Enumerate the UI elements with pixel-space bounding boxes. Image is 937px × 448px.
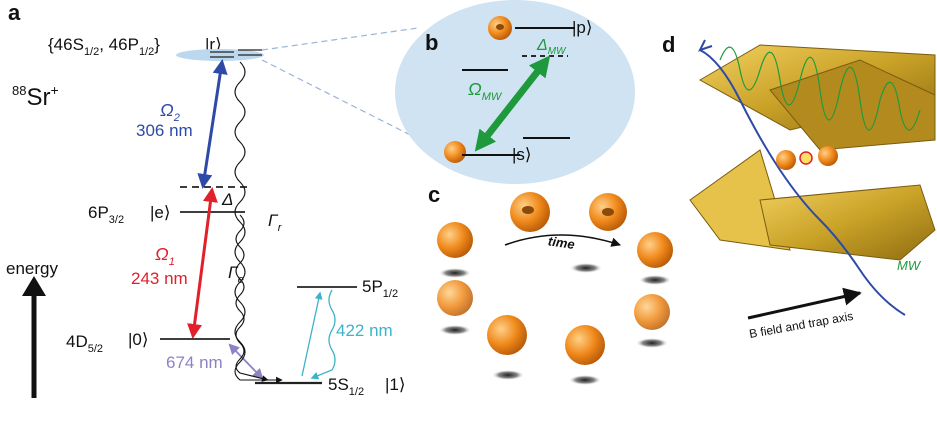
orbital-snapshot xyxy=(637,232,673,285)
gamma-r-label: Γr xyxy=(268,211,283,234)
trap-axis-line xyxy=(699,49,906,316)
trap-axis-arrowhead xyxy=(698,39,713,52)
panel-b-label: b xyxy=(425,30,438,55)
orbital-snapshot xyxy=(437,222,473,278)
e-ket-label: |e⟩ xyxy=(150,203,171,222)
omega-mw-arrow xyxy=(474,55,551,152)
orbital-snapshot xyxy=(634,294,670,348)
ion-label: 88Sr+ xyxy=(12,82,59,111)
time-label: time xyxy=(547,233,576,252)
panel-c-label: c xyxy=(428,182,440,207)
one-ket-label: |1⟩ xyxy=(385,375,406,394)
gamma-r-decay xyxy=(234,61,283,384)
energy-axis-label: energy xyxy=(6,259,58,278)
delta-mw-label: ΔMW xyxy=(536,37,567,57)
omega2-label: Ω2 xyxy=(160,100,180,124)
orbital-snapshot xyxy=(487,315,527,380)
trapped-ion-left xyxy=(776,150,796,170)
s-ket-label: |s⟩ xyxy=(512,145,532,164)
rydberg-level-ellipse xyxy=(176,49,264,61)
arrow-674nm xyxy=(228,343,264,380)
e-level-name: 6P3/2 xyxy=(88,203,124,226)
inset-connector-top xyxy=(261,27,419,51)
omega2-arrow xyxy=(197,59,228,189)
zero-ket-label: |0⟩ xyxy=(128,330,149,349)
gamma-e-label: Γe xyxy=(228,263,244,286)
mw-wave xyxy=(719,46,921,131)
zero-level-name: 4D5/2 xyxy=(66,332,103,355)
orbital-snapshot xyxy=(570,263,602,273)
s-orbital-icon xyxy=(444,141,466,163)
inset-connector-bottom xyxy=(261,59,441,151)
arrow-422nm-up xyxy=(301,291,323,377)
panel-d-label: d xyxy=(662,32,675,57)
panel-a-label: a xyxy=(8,0,21,25)
wavelength-674nm: 674 nm xyxy=(166,353,223,372)
trap-electrode-bottom xyxy=(759,184,936,261)
energy-axis-arrowhead xyxy=(22,276,46,296)
trap-electrode-top-right xyxy=(769,59,936,151)
omega1-arrow xyxy=(187,187,218,339)
time-arrow xyxy=(504,234,621,247)
wavelength-422nm: 422 nm xyxy=(336,321,393,340)
ground-level-name: 5S1/2 xyxy=(328,375,364,398)
omega1-label: Ω1 xyxy=(155,244,175,268)
mw-label: MW xyxy=(897,258,922,273)
gamma-e-decay xyxy=(235,214,269,382)
arrow-422nm-decay xyxy=(310,289,336,380)
trapped-ion-right xyxy=(818,146,838,166)
omega-mw-label: ΩMW xyxy=(468,79,503,103)
p-ket-label: |p⟩ xyxy=(572,18,593,37)
orbital-snapshot xyxy=(589,193,627,231)
ion-flash-icon xyxy=(799,151,813,165)
b-field-arrow xyxy=(747,287,862,320)
omega2-wavelength: 306 nm xyxy=(136,121,193,140)
p-level-name: 5P1/2 xyxy=(362,277,398,300)
delta-label: Δ xyxy=(221,190,233,209)
orbital-snapshot xyxy=(510,192,550,232)
r-states-label: {46S1/2, 46P1/2} xyxy=(48,35,160,58)
omega1-wavelength: 243 nm xyxy=(131,269,188,288)
trap-electrode-left xyxy=(689,149,791,251)
orbital-snapshot xyxy=(565,325,605,385)
orbital-snapshot xyxy=(437,280,473,335)
p-orbital-hole xyxy=(496,24,504,30)
orbital-ring xyxy=(437,192,673,385)
